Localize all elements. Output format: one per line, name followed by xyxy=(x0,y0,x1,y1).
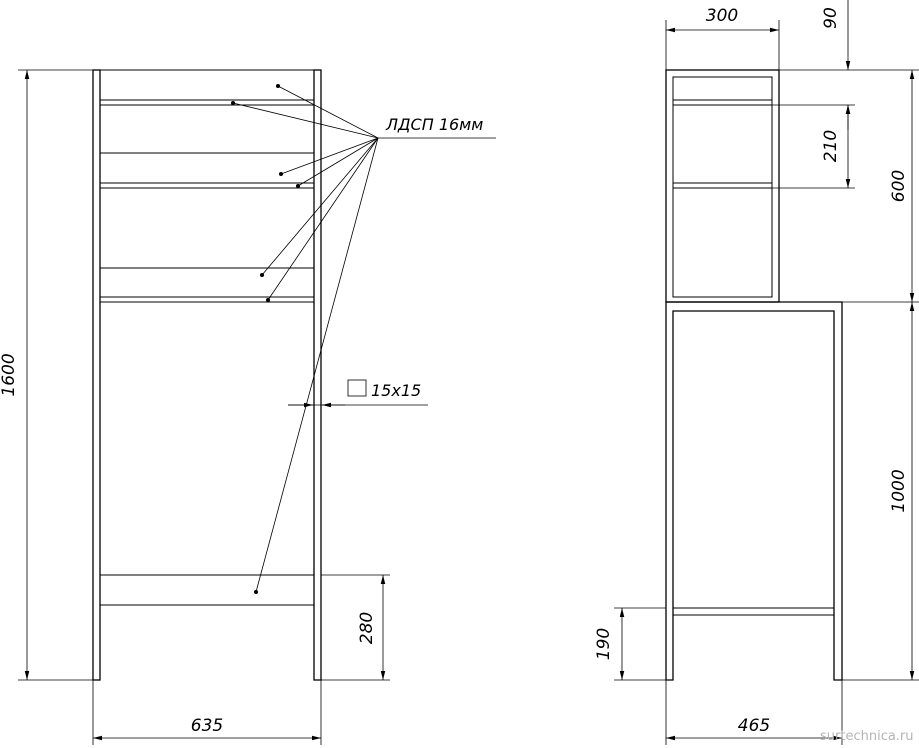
dim-side-width xyxy=(665,680,843,745)
left-upright xyxy=(92,69,101,681)
dim-side-shelf-gap-label: 210 xyxy=(821,130,841,162)
dim-front-bottom-shelf-label: 280 xyxy=(357,612,377,644)
material-label: ЛДСП 16мм xyxy=(385,115,483,134)
dim-front-height xyxy=(18,69,93,681)
upper-section-inner xyxy=(672,76,773,298)
front-view: ЛДСП 16мм 15х15 1600 635 280 xyxy=(0,69,496,745)
shelf-3 xyxy=(100,267,314,303)
dim-side-width-label: 465 xyxy=(738,716,770,736)
dim-front-width xyxy=(92,680,322,745)
material-leaders xyxy=(231,84,496,594)
square-section-icon xyxy=(347,379,367,397)
dim-side-bottom-shelf-label: 190 xyxy=(594,628,614,660)
profile-callout xyxy=(288,379,428,408)
dim-side-top-width xyxy=(665,20,780,70)
dim-side-top-width-label: 300 xyxy=(706,6,738,26)
dim-side-top-gap-label: 90 xyxy=(821,7,841,29)
dim-front-bottom-shelf xyxy=(321,574,390,681)
watermark: surtechnica.ru xyxy=(820,729,914,744)
bottom-shelf xyxy=(100,574,314,606)
dim-side-lower-height-label: 1000 xyxy=(889,469,909,512)
dim-front-width-label: 635 xyxy=(191,716,223,736)
profile-label: 15х15 xyxy=(371,381,421,400)
dim-front-height-label: 1600 xyxy=(0,353,19,396)
shelf-1 xyxy=(100,99,314,106)
dim-side-upper-height-label: 600 xyxy=(889,170,909,202)
shelf-2 xyxy=(100,152,314,189)
side-view: 300 90 210 600 1000 xyxy=(594,0,919,745)
lower-section-frame xyxy=(665,301,843,681)
dim-side-bottom-shelf xyxy=(614,607,666,681)
